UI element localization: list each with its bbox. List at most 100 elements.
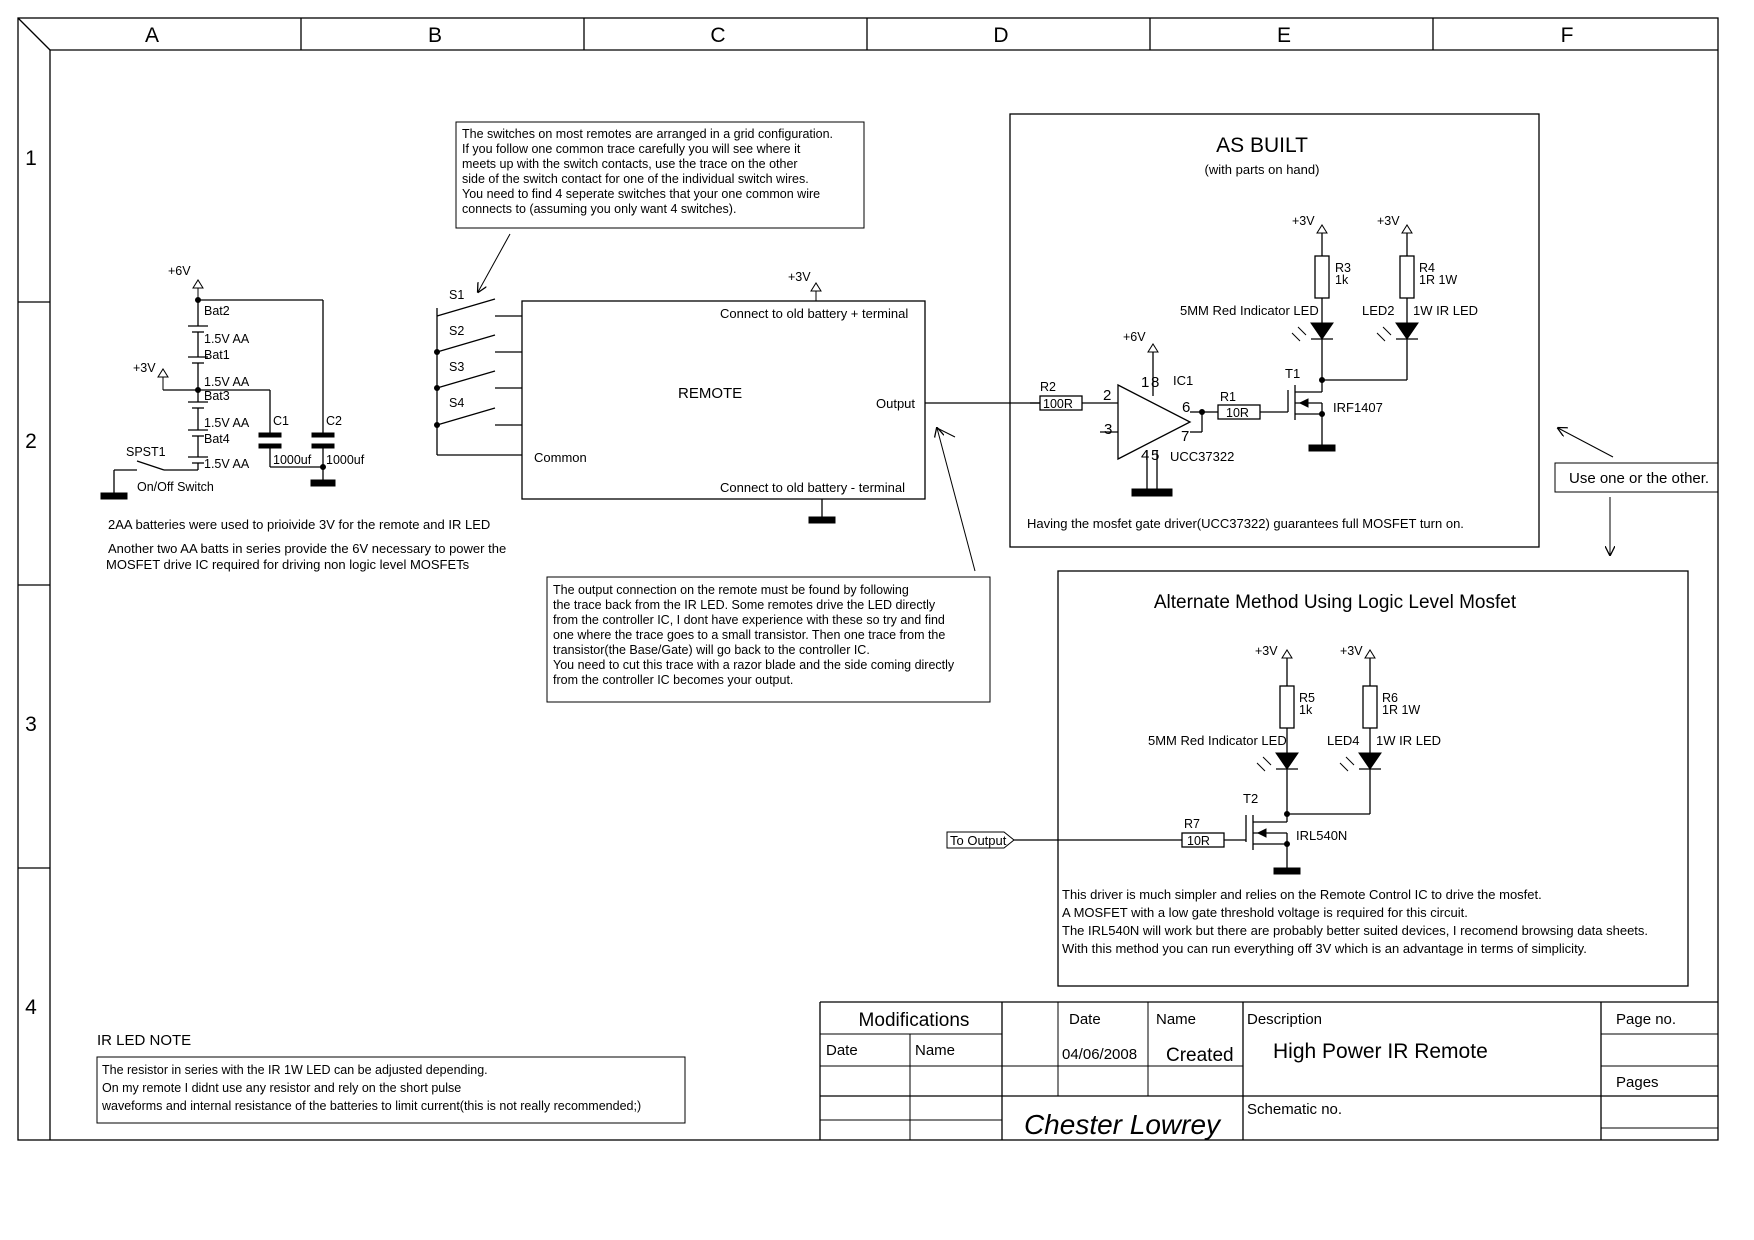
created-label: Created	[1166, 1045, 1234, 1066]
output-note-line1: The output connection on the remote must…	[553, 583, 909, 597]
r6-value: 1R 1W	[1382, 703, 1420, 717]
r3-label: R3	[1335, 261, 1351, 275]
r3-plus-3v: +3V	[1292, 214, 1315, 228]
ic1-ground	[1131, 488, 1173, 497]
col-label-e: E	[1277, 24, 1291, 47]
as-built-box	[1009, 113, 1540, 548]
ir-led-note-line3: waveforms and internal resistance of the…	[101, 1099, 641, 1113]
switch-note-line4: side of the switch contact for one of th…	[462, 172, 809, 186]
t1-ground	[1308, 444, 1336, 452]
switch-s2-label: S2	[449, 324, 464, 338]
as-built-section: AS BUILT (with parts on hand) R2 100R 2 …	[1009, 113, 1540, 548]
switch-note-arrow	[478, 233, 511, 292]
mod-name-header: Name	[915, 1042, 955, 1059]
r3-value: 1k	[1335, 273, 1349, 287]
battery-note-3v: 2AA batteries were used to prioivide 3V …	[108, 517, 490, 532]
alternate-section: Alternate Method Using Logic Level Mosfe…	[946, 570, 1689, 987]
alternate-note-line4: With this method you can run everything …	[1062, 941, 1587, 956]
ic1-label: IC1	[1173, 373, 1193, 388]
red-led-label: 5MM Red Indicator LED	[1180, 303, 1319, 318]
r6-resistor	[1362, 685, 1378, 729]
as-built-title: AS BUILT	[1216, 134, 1308, 157]
plus-3v-label: +3V	[133, 361, 156, 375]
t2-label: T2	[1243, 791, 1258, 806]
ic1-pin3: 3	[1104, 421, 1112, 438]
switch-s3-label: S3	[449, 360, 464, 374]
output-note-line7: from the controller IC becomes your outp…	[553, 673, 793, 687]
remote-common-label: Common	[534, 450, 587, 465]
r4-resistor	[1399, 255, 1415, 299]
ir-led-note-line2: On my remote I didnt use any resistor an…	[102, 1081, 461, 1095]
output-note-line6: You need to cut this trace with a razor …	[553, 658, 955, 672]
r6-label: R6	[1382, 691, 1398, 705]
bat3-value: 1.5V AA	[204, 416, 250, 430]
alternate-title: Alternate Method Using Logic Level Mosfe…	[1154, 592, 1517, 613]
r5-plus-3v: +3V	[1255, 644, 1278, 658]
red-led-diode	[1310, 322, 1334, 340]
ic1-driver	[1117, 383, 1192, 461]
c1-value: 1000uf	[273, 453, 312, 467]
use-one-note: Use one or the other.	[1554, 428, 1719, 555]
r5-value: 1k	[1299, 703, 1313, 717]
ic1-pin4: 4	[1141, 447, 1149, 464]
output-note-arrow	[937, 428, 976, 572]
ic1-pin6: 6	[1182, 399, 1190, 416]
bat4-label: Bat4	[204, 432, 230, 446]
author-name: Chester Lowrey	[1024, 1109, 1222, 1140]
c2-capacitor-bottom	[311, 443, 335, 449]
mod-date-header: Date	[826, 1042, 858, 1059]
description-value: High Power IR Remote	[1273, 1040, 1488, 1063]
switch-note-box: The switches on most remotes are arrange…	[455, 121, 865, 229]
r5-resistor	[1279, 685, 1295, 729]
spst1-label: SPST1	[126, 445, 166, 459]
ir-led-note-title: IR LED NOTE	[97, 1032, 191, 1049]
alt-ir-led-label: 1W IR LED	[1376, 733, 1441, 748]
ir-led-diode	[1395, 322, 1419, 340]
sheet-frame: A B C D E F 1 2 3 4	[17, 17, 1719, 1141]
r2-value: 100R	[1043, 397, 1073, 411]
ir-led-note: IR LED NOTE The resistor in series with …	[96, 1032, 686, 1124]
cap-ground	[310, 479, 336, 487]
bat4-value: 1.5V AA	[204, 457, 250, 471]
alt-red-led-label: 5MM Red Indicator LED	[1148, 733, 1287, 748]
alt-ir-led-diode	[1358, 752, 1382, 770]
switch-note-line3: meets up with the switch contacts, use t…	[462, 157, 798, 171]
ic1-pin7: 7	[1181, 428, 1189, 445]
row-label-3: 3	[25, 713, 37, 736]
remote-minus-terminal: Connect to old battery - terminal	[720, 480, 905, 495]
output-note-line5: transistor(the Base/Gate) will go back t…	[553, 643, 870, 657]
c1-capacitor-bottom	[258, 443, 282, 449]
use-one-text: Use one or the other.	[1569, 470, 1709, 487]
col-label-c: C	[710, 24, 725, 47]
as-built-note: Having the mosfet gate driver(UCC37322) …	[1027, 516, 1464, 531]
row-label-4: 4	[25, 996, 37, 1019]
row-label-1: 1	[25, 147, 37, 170]
ic1-part: UCC37322	[1170, 449, 1234, 464]
r6-plus-3v: +3V	[1340, 644, 1363, 658]
battery-section: +6V Bat2 1.5V AA Bat1 1.5V AA +3V Bat3 1…	[100, 264, 506, 572]
r4-plus-3v: +3V	[1377, 214, 1400, 228]
title-block: Modifications Date Name Date Name 04/06/…	[819, 1001, 1718, 1140]
switch-note-line1: The switches on most remotes are arrange…	[462, 127, 833, 141]
c1-label: C1	[273, 414, 289, 428]
bat1-label: Bat1	[204, 348, 230, 362]
ir-led-label: 1W IR LED	[1413, 303, 1478, 318]
created-date: 04/06/2008	[1062, 1046, 1137, 1063]
switch-note-line6: connects to (assuming you only want 4 sw…	[462, 202, 736, 216]
page-no-header: Page no.	[1616, 1011, 1676, 1028]
ic1-plus-6v: +6V	[1123, 330, 1146, 344]
t1-part: IRF1407	[1333, 400, 1383, 415]
bat3-label: Bat3	[204, 389, 230, 403]
remote-ground	[808, 516, 836, 524]
alternate-note-line1: This driver is much simpler and relies o…	[1062, 887, 1542, 902]
bat2-label: Bat2	[204, 304, 230, 318]
r2-label: R2	[1040, 380, 1056, 394]
remote-block: REMOTE Connect to old battery + terminal…	[434, 270, 1040, 524]
name-header: Name	[1156, 1011, 1196, 1028]
description-header: Description	[1247, 1011, 1322, 1028]
battery-note-6v-line2: MOSFET drive IC required for driving non…	[106, 557, 470, 572]
ir-led-note-line1: The resistor in series with the IR 1W LE…	[102, 1063, 488, 1077]
r3-resistor	[1314, 255, 1330, 299]
plus-6v-label: +6V	[168, 264, 191, 278]
